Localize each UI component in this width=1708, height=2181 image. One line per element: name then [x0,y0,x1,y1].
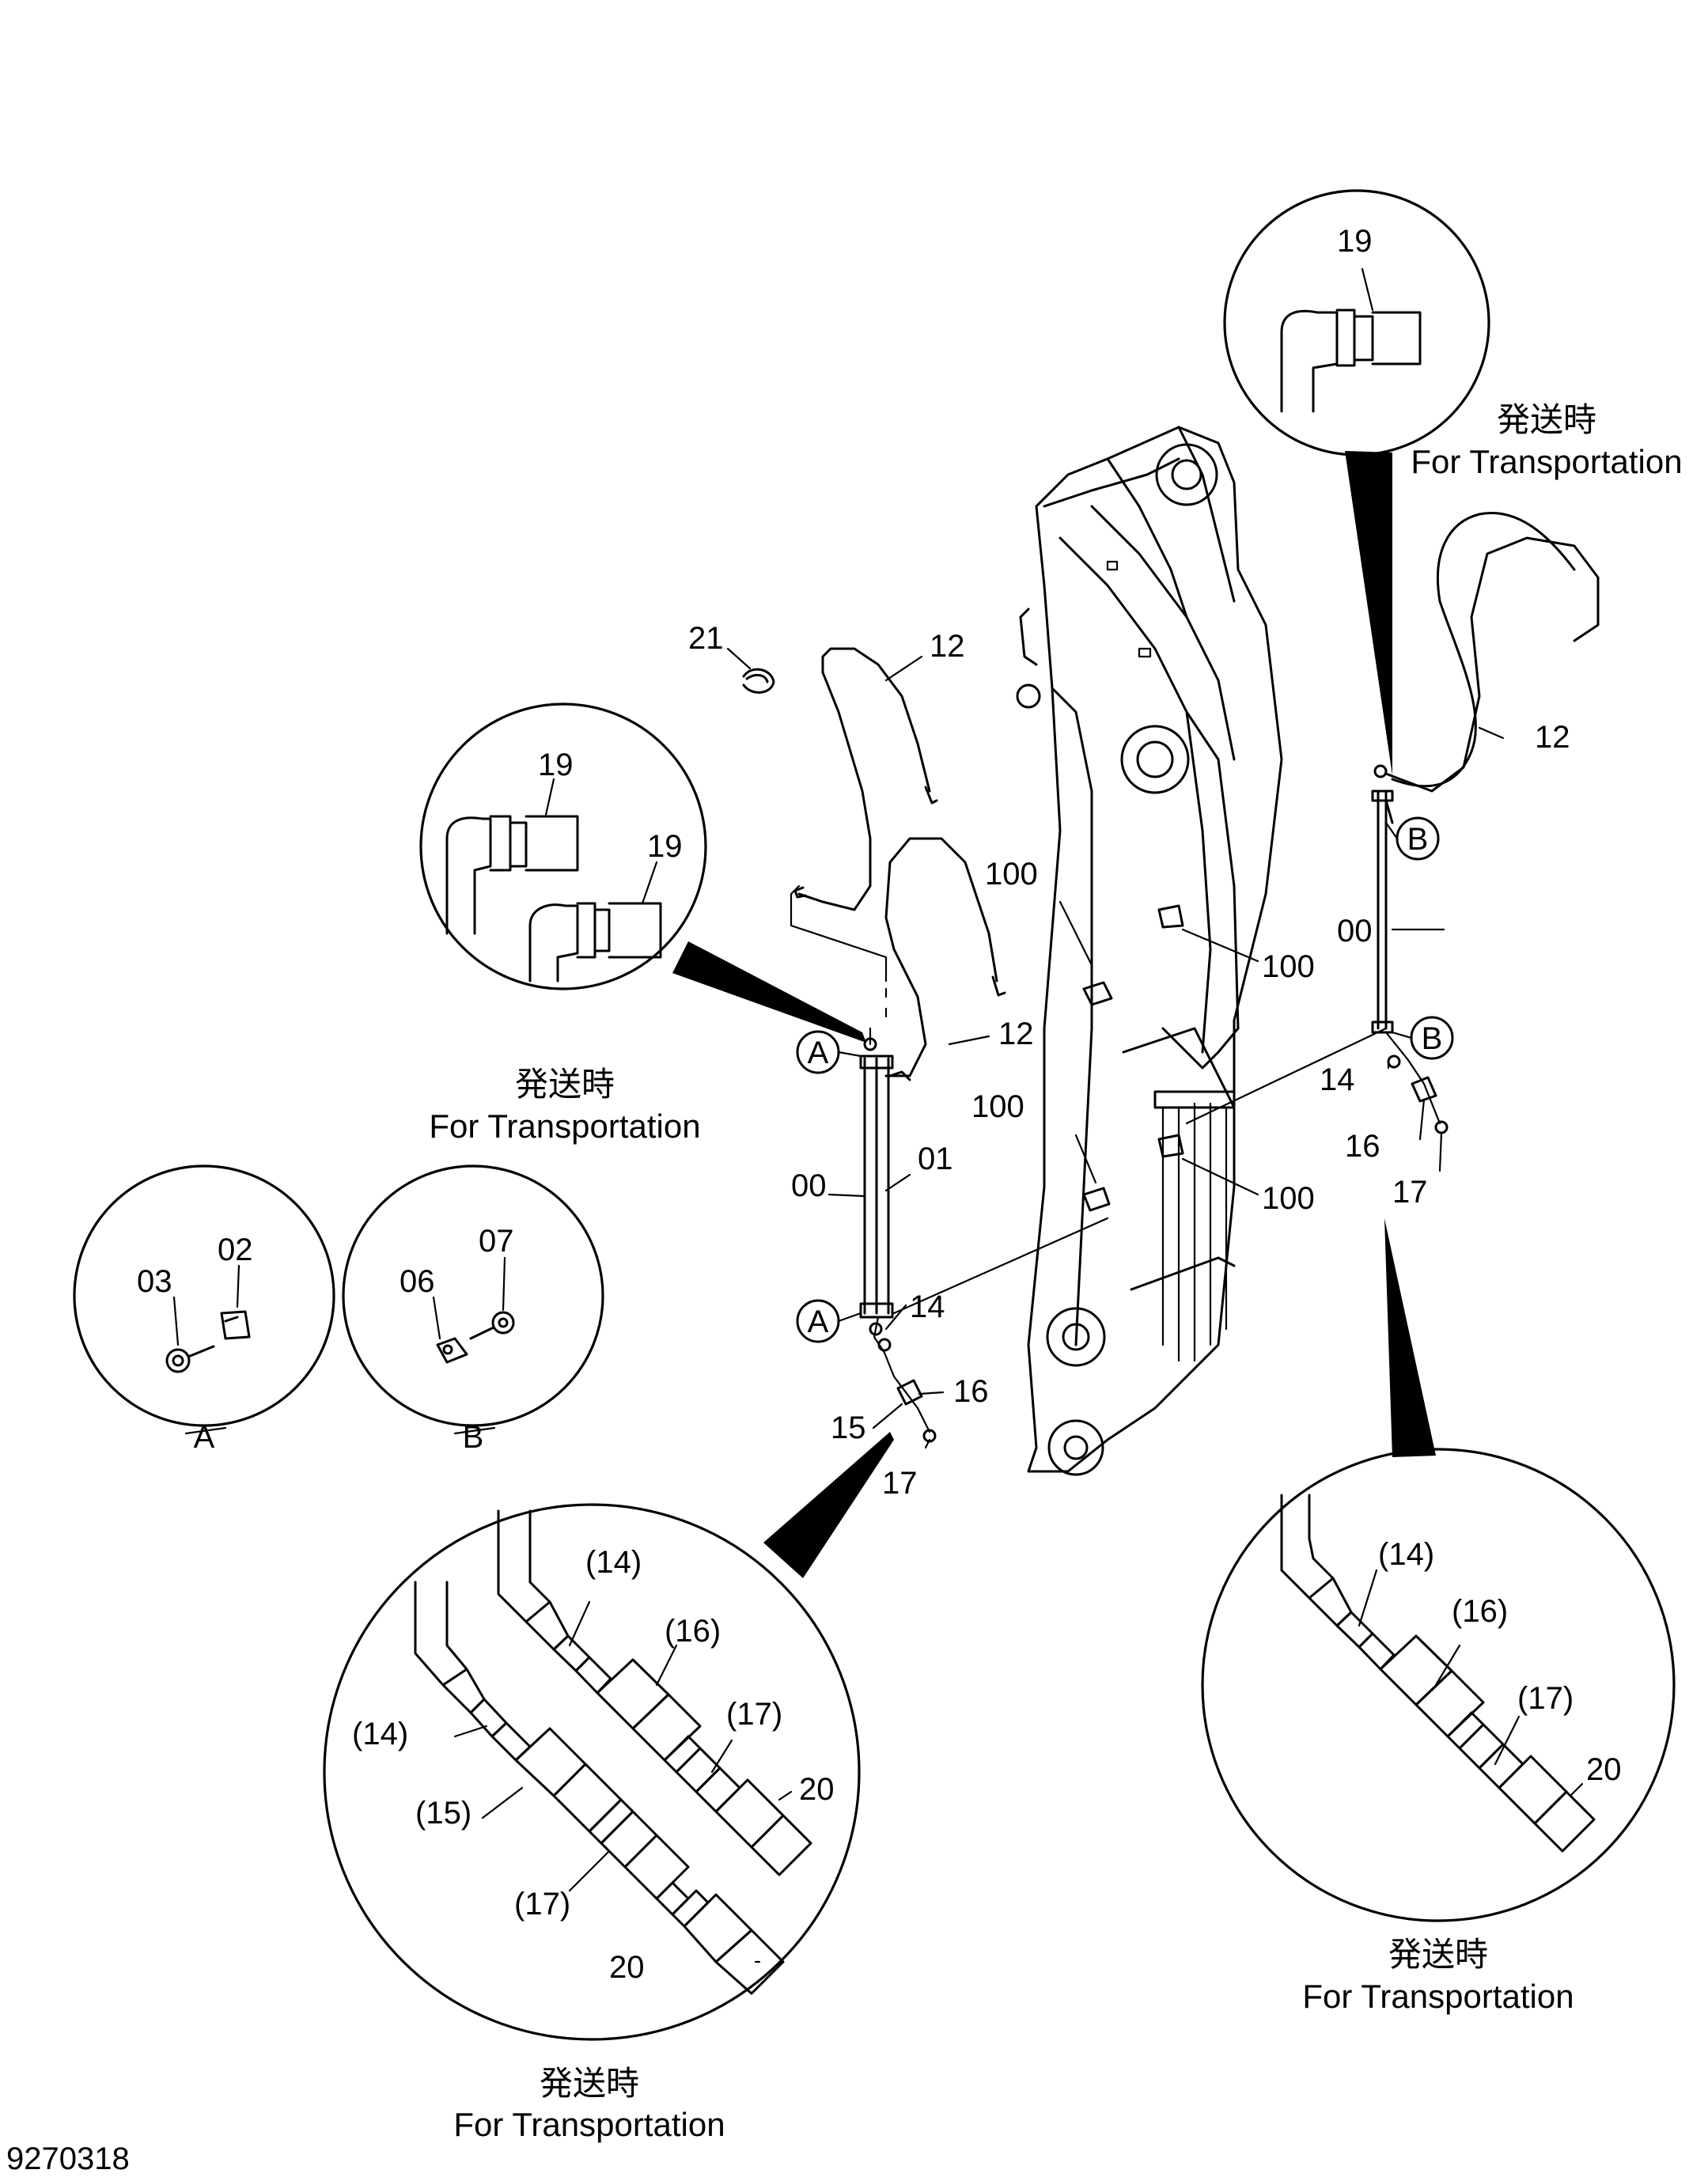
label-100-b: 100 [1262,949,1315,984]
detail-mid-left [419,702,866,1043]
label-17-right: 17 [1392,1175,1428,1210]
caption-bottom-left-en: For Transportation [453,2106,725,2143]
marker-b-lower-label: B [1422,1021,1443,1056]
label-06: 06 [400,1264,435,1299]
label-17-left: 17 [882,1466,918,1501]
left-pipe-assembly [726,647,1109,1443]
clamps [1059,900,1259,1212]
marker-b-upper-label: B [1407,822,1429,857]
label-19-mid-left-b: 19 [647,829,683,864]
clamp-21 [742,668,775,694]
label-100-a: 100 [985,857,1038,892]
label-12-right: 12 [1535,720,1570,755]
label-100-c: 100 [971,1089,1024,1124]
bl-label-20-right: 20 [799,1772,835,1807]
leader-lines [827,655,1505,1449]
bl-label-17-right: (17) [726,1697,782,1732]
clamp-100-upper-right [1157,904,1184,929]
caption-bottom-left-jp: 発送時 [540,2065,639,2102]
label-02: 02 [218,1232,253,1267]
callout-markers [796,816,1454,1343]
label-07: 07 [479,1224,514,1259]
bl-label-20-bottom: 20 [609,1950,645,1985]
caption-bottom-right-en: For Transportation [1302,1978,1574,2015]
detail-top-right [1223,189,1490,775]
detail-a [73,1164,335,1427]
bl-label-14-left: (14) [352,1717,408,1751]
caption-mid-left-en: For Transportation [429,1108,700,1145]
label-14-right: 14 [1320,1062,1355,1097]
label-15: 15 [831,1410,866,1445]
br-label-16: (16) [1452,1594,1508,1629]
label-16-left: 16 [953,1374,989,1409]
marker-a-lower-label: A [808,1304,829,1339]
detail-b-label: B [463,1420,484,1455]
label-12-middle: 12 [998,1017,1034,1051]
bl-label-14-top: (14) [585,1545,642,1580]
label-03: 03 [137,1264,172,1299]
detail-b [342,1164,604,1427]
right-pipe-assembly [1185,512,1600,1134]
label-12-upper: 12 [930,629,965,664]
label-100-d: 100 [1262,1181,1315,1216]
detail-bottom-left [323,1432,894,2041]
label-01: 01 [918,1142,953,1176]
bl-label-15: (15) [415,1796,471,1831]
clamp-100-lower-left [1082,1187,1111,1212]
label-21: 21 [688,621,724,656]
label-16-right: 16 [1345,1129,1380,1164]
marker-a-upper-label: A [808,1036,829,1070]
bl-label-16: (16) [665,1614,721,1649]
clamp-100-upper-left [1082,981,1113,1006]
label-14-left: 14 [910,1289,945,1324]
label-19-top-right: 19 [1337,224,1373,259]
label-00-right: 00 [1337,914,1373,949]
br-label-14: (14) [1378,1537,1434,1572]
label-00-left: 00 [791,1168,827,1203]
drawing-number: 9270318 [6,2141,130,2176]
label-19-mid-left-a: 19 [538,748,574,782]
bl-label-17-bottom: (17) [514,1887,570,1922]
caption-top-right-en: For Transportation [1411,443,1682,480]
detail-a-label: A [194,1420,215,1455]
detail-bottom-right [1201,1218,1676,1922]
caption-top-right-jp: 発送時 [1497,401,1596,438]
br-label-17: (17) [1517,1681,1574,1716]
br-label-20: 20 [1586,1752,1622,1787]
arm-structure [1016,426,1283,1476]
caption-mid-left-jp: 発送時 [515,1066,615,1103]
caption-bottom-right-jp: 発送時 [1388,1936,1488,1973]
clamp-100-lower-right [1157,1134,1184,1158]
